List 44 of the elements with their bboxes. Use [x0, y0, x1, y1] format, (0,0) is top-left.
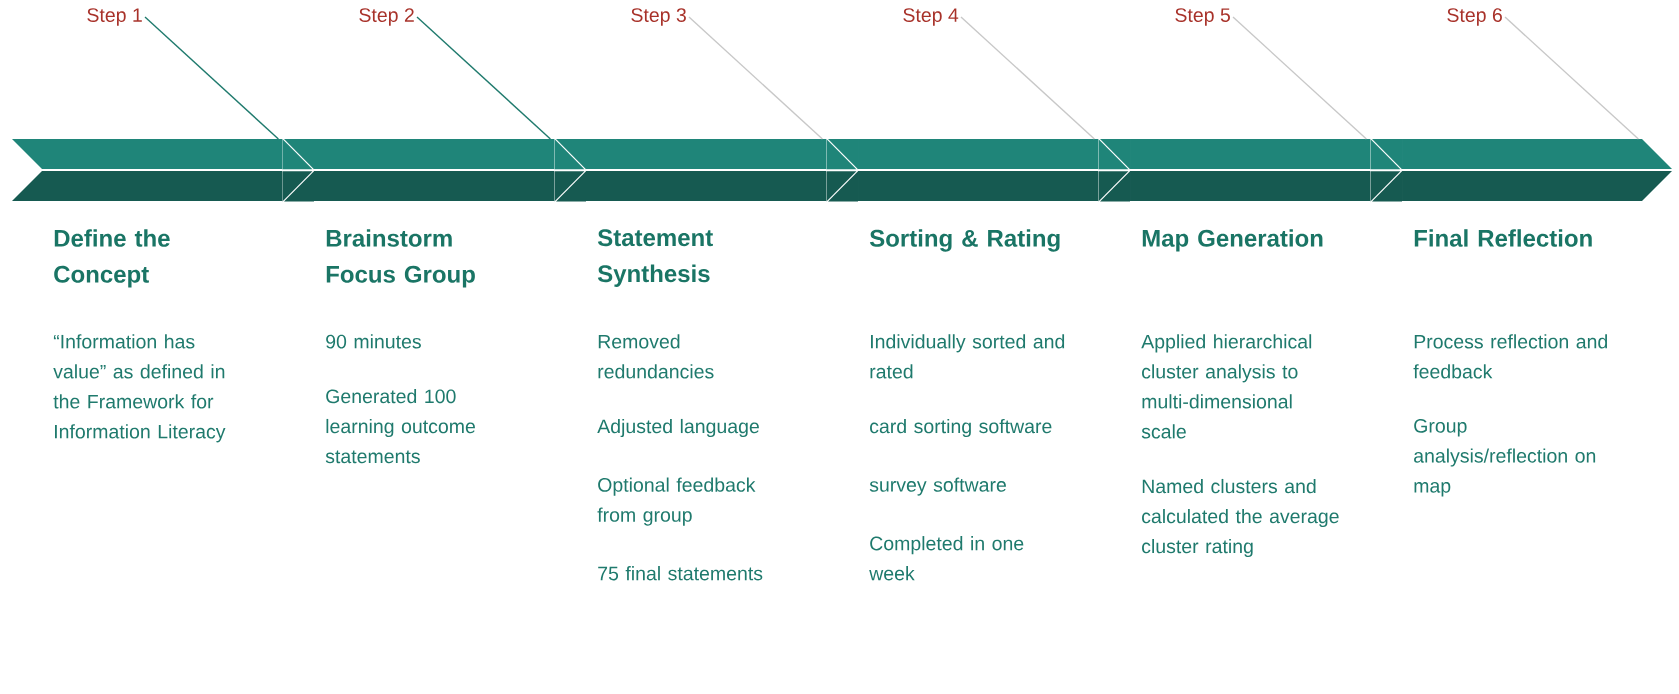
step-label: Step 2	[359, 8, 414, 26]
step-description: 90 minutes	[326, 334, 421, 349]
step-label: Step 6	[1447, 8, 1502, 26]
leader-line	[960, 16, 1096, 140]
step-label: Step 3	[631, 8, 686, 26]
step-heading: Statement Synthesis	[597, 229, 713, 287]
step-description: Named clusters and calculated the average cluster rating	[1142, 478, 1339, 558]
chevron-arrow	[282, 139, 314, 202]
step-description: Applied hierarchical cluster analysis to multi-dimensional scale	[1141, 334, 1312, 439]
chevron-arrow	[554, 139, 586, 202]
step-heading: Map Generation	[1142, 229, 1323, 252]
chevron-arrow	[826, 139, 858, 202]
chevron-arrow	[1098, 139, 1130, 202]
step-label: Step 4	[903, 8, 959, 26]
step-label: Step 1	[87, 8, 142, 26]
chevron-segment	[1402, 139, 1672, 201]
leader-line	[416, 16, 552, 140]
step-description: 75 final statements	[598, 566, 763, 581]
step-description: Generated 100 learning outcome statements	[325, 388, 475, 464]
chevron-segment	[314, 139, 554, 201]
step-description: card sorting software	[870, 418, 1052, 438]
step-heading: Define the Concept	[54, 229, 170, 288]
leader-line	[144, 16, 280, 140]
chevron-segment	[12, 139, 282, 201]
chevron-segment	[1130, 139, 1370, 201]
chevron-segment	[586, 139, 826, 201]
step-heading: Sorting & Rating	[869, 229, 1060, 252]
leader-line	[1232, 16, 1368, 140]
step-description: Removed redundancies	[598, 334, 714, 379]
step-description: Group analysis/reflection on map	[1414, 418, 1596, 497]
chevron-segment	[858, 139, 1098, 201]
leader-line	[688, 16, 824, 140]
step-heading: Final Reflection	[1414, 229, 1592, 247]
step-label: Step 5	[1175, 8, 1230, 26]
step-description: Process reflection and feedback	[1413, 334, 1607, 379]
step-description: Completed in one week	[869, 536, 1024, 581]
chevron-arrow	[1370, 139, 1402, 202]
step-description: “Information has value” as defined in the Framework for Information Literacy	[53, 334, 226, 443]
step-heading: Brainstorm Focus Group	[326, 229, 475, 288]
step-description: Optional feedback from group	[597, 477, 756, 526]
leader-line	[1504, 16, 1640, 140]
step-description: survey software	[869, 477, 1006, 496]
step-description: Individually sorted and rated	[870, 334, 1065, 379]
step-description: Adjusted language	[597, 418, 759, 438]
